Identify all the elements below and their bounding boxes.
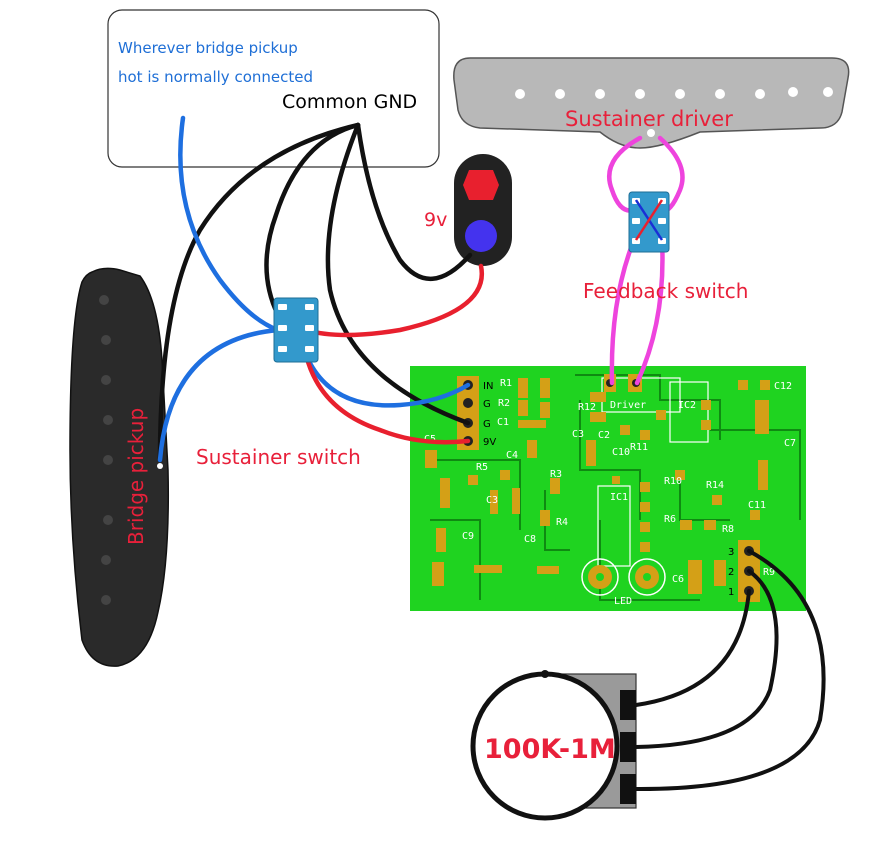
driver-label: Driver [610, 400, 646, 411]
bridge-pickup-label: Bridge pickup [124, 408, 148, 545]
sustainer-switch-label: Sustainer switch [196, 445, 361, 469]
ref-r8: R8 [722, 524, 734, 535]
ref-ic1: IC1 [610, 492, 628, 503]
feedback-switch-label: Feedback switch [583, 279, 748, 303]
ref-r5: R5 [476, 462, 488, 473]
battery-terminal: 9v [424, 154, 512, 266]
hot-wires [157, 115, 471, 463]
ref-r3: R3 [550, 469, 562, 480]
note-line-2: hot is normally connected [118, 68, 313, 86]
pot-ref-label: R9 [763, 567, 775, 578]
led-label: LED [614, 596, 632, 607]
pot-pin-1: 1 [728, 587, 734, 598]
feedback-switch[interactable] [628, 191, 670, 253]
pin-g2-label: G [483, 419, 491, 430]
note-box: Wherever bridge pickup hot is normally c… [107, 9, 440, 168]
pot-pin-3: 3 [728, 547, 734, 558]
ref-r1: R1 [500, 378, 512, 389]
pcb-board: IN G G 9V 3 2 1 R9 Driver LED R1 R2 C1 R… [410, 366, 806, 611]
ref-r4: R4 [556, 517, 568, 528]
input-header: IN G G 9V [457, 376, 496, 450]
ref-r14: R14 [706, 480, 724, 491]
ref-c8: C8 [524, 534, 536, 545]
ref-ic2: IC2 [678, 400, 696, 411]
pin-g1-label: G [483, 399, 491, 410]
ref-c3b: C3 [486, 495, 498, 506]
potentiometer: 100K-1M [470, 670, 637, 821]
ref-c4: C4 [506, 450, 518, 461]
pot-pin-2: 2 [728, 567, 734, 578]
power-wires [303, 263, 485, 445]
pot-wires [634, 549, 826, 792]
ref-c1: C1 [497, 417, 509, 428]
ref-c10: C10 [612, 447, 630, 458]
ref-c2: C2 [598, 430, 610, 441]
ref-r11: R11 [630, 442, 648, 453]
battery-label: 9v [424, 209, 447, 231]
ground-wires [157, 122, 473, 463]
ref-r12: R12 [578, 402, 596, 413]
feedback-wires [606, 135, 685, 386]
sustainer-switch[interactable] [273, 297, 319, 363]
ref-c3a: C3 [572, 429, 584, 440]
note-line-1: Wherever bridge pickup [118, 39, 298, 57]
ref-c12: C12 [774, 381, 792, 392]
battery-negative-icon [465, 220, 497, 252]
common-gnd-label: Common GND [282, 91, 417, 113]
ref-c9: C9 [462, 531, 474, 542]
ref-r10: R10 [664, 476, 682, 487]
ref-r6: R6 [664, 514, 676, 525]
pin-in-label: IN [483, 381, 493, 392]
ref-c11: C11 [748, 500, 766, 511]
ref-c6: C6 [672, 574, 684, 585]
battery-positive-icon [463, 170, 499, 200]
pin-9v-label: 9V [483, 437, 496, 448]
sustainer-driver-label: Sustainer driver [565, 107, 733, 131]
ref-c7: C7 [784, 438, 796, 449]
ref-r2: R2 [498, 398, 510, 409]
bridge-pickup: Bridge pickup [69, 267, 170, 667]
pot-value-label: 100K-1M [484, 734, 616, 765]
sustainer-driver-pickup: Sustainer driver [453, 57, 850, 149]
